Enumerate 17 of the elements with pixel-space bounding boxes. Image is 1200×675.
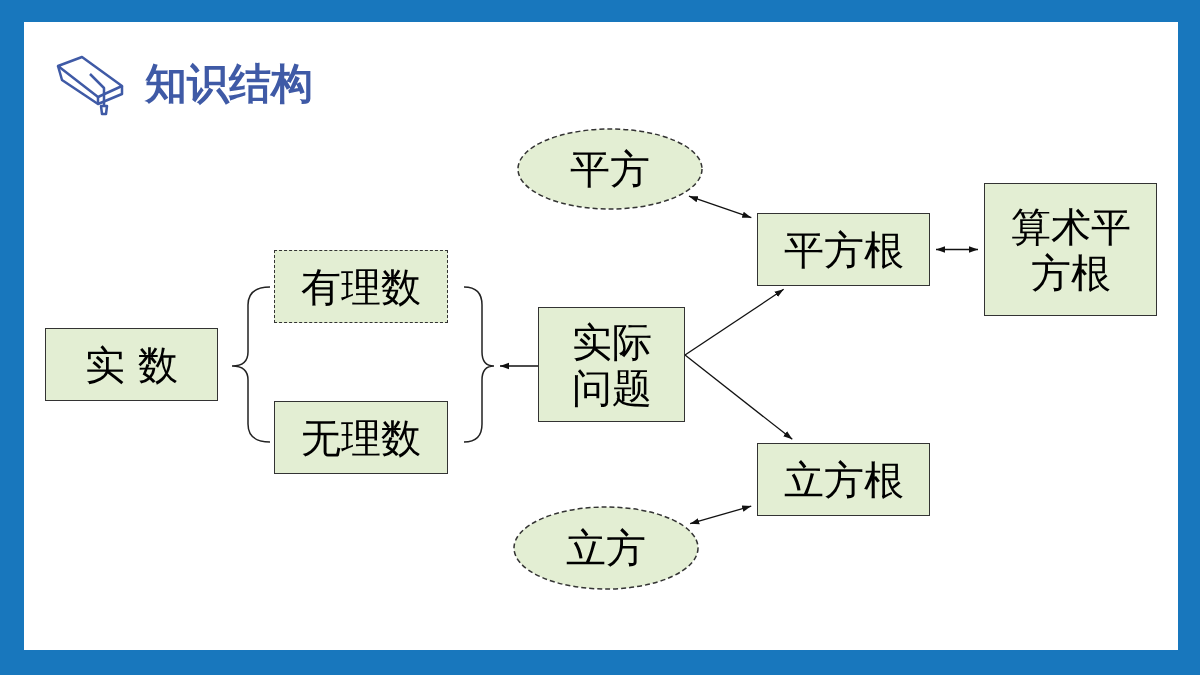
concept-box: 实际问题: [538, 307, 685, 422]
arrow: [684, 354, 793, 440]
arrow: [499, 362, 539, 370]
concept-box: 算术平方根: [984, 183, 1157, 316]
concept-box: 无理数: [274, 401, 448, 474]
concept-ellipse: 立方: [513, 506, 699, 590]
arrow: [935, 246, 979, 253]
concept-box: 平方根: [757, 213, 930, 286]
brace: [462, 286, 496, 444]
arrow: [684, 288, 785, 356]
concept-ellipse: 平方: [517, 128, 703, 210]
arrow: [689, 505, 752, 525]
arrow: [688, 195, 752, 219]
concept-box: 有理数: [274, 250, 448, 323]
title: 知识结构: [145, 58, 313, 110]
concept-box: 立方根: [757, 443, 930, 516]
concept-box: 实 数: [45, 328, 218, 401]
